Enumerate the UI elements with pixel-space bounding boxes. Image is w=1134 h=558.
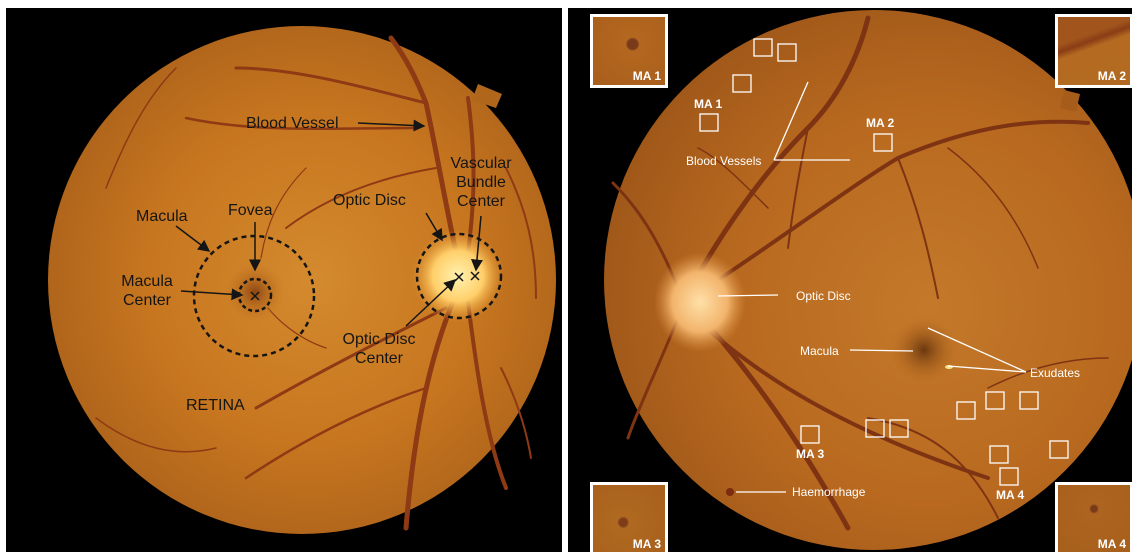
left-macula-dark bbox=[225, 262, 285, 322]
label-vascular-bundle-center: Vascular Bundle Center bbox=[446, 154, 516, 211]
label-optic-disc: Optic Disc bbox=[333, 191, 406, 210]
right-annotation-lines bbox=[718, 82, 1026, 492]
label-ma4: MA 4 bbox=[996, 488, 1024, 502]
inset-ma2: MA 2 bbox=[1055, 14, 1132, 88]
label-exudates: Exudates bbox=[1030, 366, 1080, 380]
inset-ma4: MA 4 bbox=[1055, 482, 1132, 552]
label-macula-center: Macula Center bbox=[112, 272, 182, 310]
fundus-notch bbox=[1060, 90, 1080, 112]
label-ma1: MA 1 bbox=[694, 97, 722, 111]
right-annotation-layer bbox=[568, 8, 1132, 552]
inset-ma1-tag: MA 1 bbox=[633, 69, 661, 83]
inset-ma4-tag: MA 4 bbox=[1098, 537, 1126, 551]
right-fundus-panel: MA 1 MA 2 MA 3 MA 4 Blood Vessels Optic … bbox=[568, 8, 1132, 552]
right-optic-disc bbox=[654, 252, 746, 352]
label-macula-center-line-2: Center bbox=[112, 291, 182, 310]
label-blood-vessels: Blood Vessels bbox=[686, 154, 761, 168]
label-ma2: MA 2 bbox=[866, 116, 894, 130]
label-fovea: Fovea bbox=[228, 201, 272, 220]
inset-ma3-tag: MA 3 bbox=[633, 537, 661, 551]
label-ma3: MA 3 bbox=[796, 447, 824, 461]
inset-ma2-tag: MA 2 bbox=[1098, 69, 1126, 83]
label-retina: RETINA bbox=[186, 396, 245, 415]
right-macula-dark bbox=[890, 316, 958, 384]
inset-ma1: MA 1 bbox=[590, 14, 668, 88]
label-vascular-line-1: Vascular bbox=[446, 154, 516, 173]
label-optic-disc-center-line-1: Optic Disc bbox=[329, 330, 429, 349]
haemorrhage-spot bbox=[726, 488, 734, 496]
label-optic-disc-center-line-2: Center bbox=[329, 349, 429, 368]
label-vascular-line-3: Center bbox=[446, 192, 516, 211]
left-fundus-panel: Blood Vessel Vascular Bundle Center Opti… bbox=[6, 8, 562, 552]
label-vascular-line-2: Bundle bbox=[446, 173, 516, 192]
label-macula-right: Macula bbox=[800, 344, 839, 358]
label-macula: Macula bbox=[136, 207, 188, 226]
label-optic-disc-center: Optic Disc Center bbox=[329, 330, 429, 368]
left-annotation-layer bbox=[6, 8, 562, 552]
fundus-notch bbox=[472, 84, 502, 108]
inset-ma3: MA 3 bbox=[590, 482, 668, 552]
ma-boxes bbox=[700, 39, 1068, 485]
label-haemorrhage: Haemorrhage bbox=[792, 485, 865, 499]
label-blood-vessel: Blood Vessel bbox=[246, 114, 339, 133]
label-optic-disc-right: Optic Disc bbox=[796, 289, 851, 303]
label-macula-center-line-1: Macula bbox=[112, 272, 182, 291]
